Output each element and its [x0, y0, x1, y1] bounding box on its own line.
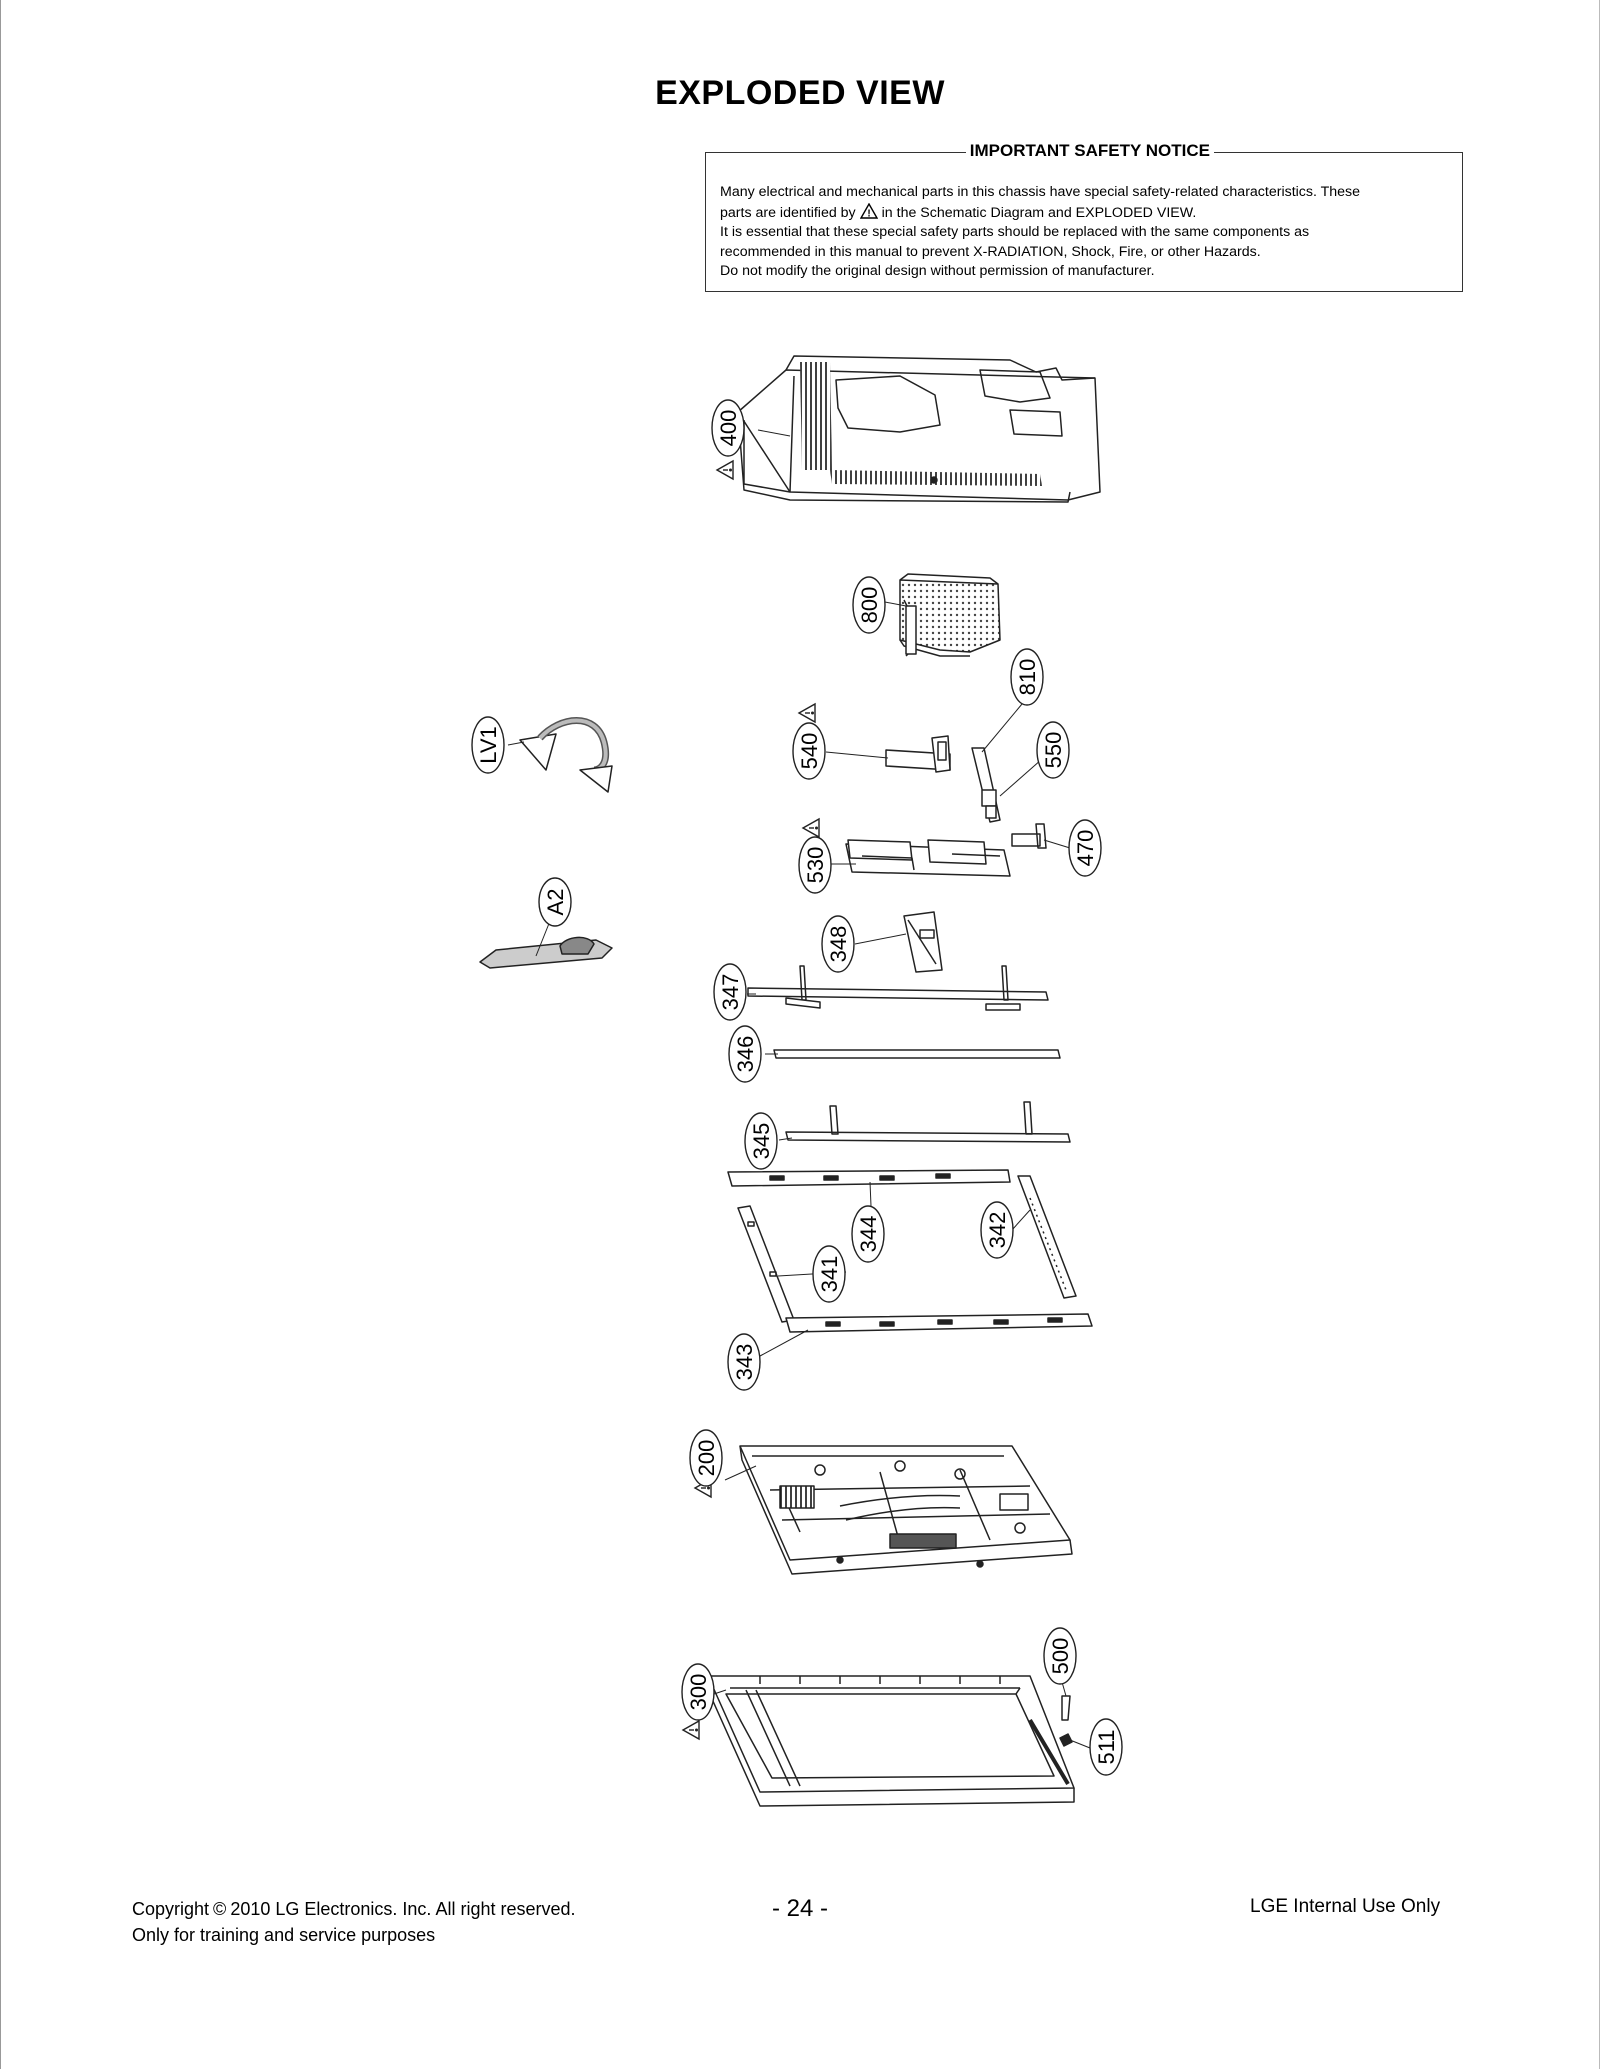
svg-text:344: 344 — [856, 1216, 881, 1253]
callout-530: 530 — [798, 836, 832, 894]
svg-text:400: 400 — [716, 410, 741, 447]
svg-text:347: 347 — [718, 974, 743, 1011]
svg-text:345: 345 — [749, 1123, 774, 1160]
part-300-front-frame — [707, 1675, 1075, 1807]
svg-text:550: 550 — [1041, 732, 1066, 769]
part-344-frame-top — [727, 1169, 1011, 1187]
copyright-company: LG Electronics. Inc. All right reserved. — [275, 1899, 576, 1919]
footer-purpose: Only for training and service purposes — [132, 1925, 436, 1945]
callout-470: 470 — [1068, 819, 1102, 877]
svg-text:810: 810 — [1015, 659, 1040, 696]
notice-line-3: It is essential that these special safet… — [720, 224, 1310, 241]
callout-300: 300 — [681, 1663, 715, 1721]
warning-triangle-icon — [797, 702, 816, 724]
callout-346: 346 — [728, 1025, 762, 1083]
footer-copyright: Copyright©2010 LG Electronics. Inc. All … — [132, 1896, 576, 1948]
part-470-bracket — [1011, 823, 1047, 849]
notice-line-2: parts are identified by!in the Schematic… — [720, 202, 1197, 221]
svg-text:LV1: LV1 — [476, 726, 501, 764]
part-346-bar — [773, 1049, 1061, 1059]
callout-lv1: LV1 — [471, 716, 505, 774]
safety-notice-box: IMPORTANT SAFETY NOTICE Many electrical … — [705, 141, 1463, 292]
part-342-frame-right — [1017, 1175, 1077, 1299]
part-511-led — [1059, 1733, 1073, 1747]
svg-text:343: 343 — [732, 1344, 757, 1381]
callout-500: 500 — [1043, 1627, 1077, 1685]
safety-notice-body: Many electrical and mechanical parts in … — [720, 183, 1450, 282]
part-800-shield-cover — [899, 573, 1001, 657]
svg-text:511: 511 — [1094, 1729, 1119, 1764]
svg-text:!: ! — [867, 208, 870, 219]
callout-345: 345 — [744, 1112, 778, 1170]
svg-text:540: 540 — [797, 733, 822, 770]
part-343-frame-bottom — [785, 1313, 1093, 1333]
callout-511: 511 — [1089, 1718, 1123, 1776]
safety-notice-title: IMPORTANT SAFETY NOTICE — [965, 141, 1214, 160]
callout-343: 343 — [727, 1333, 761, 1391]
part-348-bracket — [903, 911, 943, 973]
callout-540: 540 — [792, 722, 826, 780]
warning-triangle-icon — [801, 817, 820, 839]
svg-text:530: 530 — [803, 847, 828, 884]
copyright-symbol: © — [213, 1899, 227, 1919]
part-530-power-board — [845, 839, 1011, 877]
part-540-board — [885, 735, 951, 773]
copyright-word: Copyright — [132, 1899, 210, 1919]
svg-text:500: 500 — [1048, 1638, 1073, 1675]
svg-text:470: 470 — [1073, 830, 1098, 867]
part-500-button — [1061, 1695, 1071, 1721]
svg-text:300: 300 — [686, 1674, 711, 1711]
part-400-back-cover — [737, 355, 1101, 503]
callout-344: 344 — [851, 1205, 885, 1263]
part-a2-remote — [479, 936, 613, 969]
callout-550: 550 — [1036, 721, 1070, 779]
svg-text:200: 200 — [694, 1440, 719, 1477]
footer-internal: LGE Internal Use Only — [1250, 1896, 1441, 1917]
page-title: EXPLODED VIEW — [655, 74, 945, 112]
svg-text:800: 800 — [857, 587, 882, 624]
part-550-bracket — [971, 747, 1001, 823]
svg-text:341: 341 — [817, 1256, 842, 1293]
part-341-frame-left — [737, 1205, 795, 1323]
callout-348: 348 — [821, 915, 855, 973]
warning-triangle-icon: ! — [859, 202, 878, 219]
notice-line-5: Do not modify the original design withou… — [720, 263, 1155, 280]
callout-342: 342 — [980, 1201, 1014, 1259]
callouts: 400 800 810 540 550 530 470 LV1 A2 348 3… — [471, 399, 1123, 1776]
callout-400: 400 — [711, 399, 745, 457]
svg-text:342: 342 — [985, 1212, 1010, 1249]
notice-line-1: Many electrical and mechanical parts in … — [720, 184, 1361, 200]
warning-triangle-icon — [681, 1719, 700, 1741]
callout-347: 347 — [713, 963, 747, 1021]
callout-810: 810 — [1010, 648, 1044, 706]
callout-a2: A2 — [538, 877, 572, 927]
notice-line-4: recommended in this manual to prevent X-… — [720, 243, 1261, 260]
copyright-year: 2010 — [230, 1899, 271, 1919]
part-200-chassis — [739, 1445, 1073, 1575]
svg-text:346: 346 — [733, 1036, 758, 1073]
warning-triangle-icon — [715, 459, 734, 481]
callout-200: 200 — [689, 1429, 723, 1487]
part-lv1-cable — [519, 717, 613, 793]
svg-text:348: 348 — [826, 926, 851, 963]
callout-800: 800 — [852, 576, 886, 634]
callout-341: 341 — [812, 1245, 846, 1303]
page-number: - 24 - — [771, 1895, 828, 1922]
part-345-bar — [785, 1101, 1071, 1143]
part-347-bar — [747, 965, 1049, 1011]
svg-text:A2: A2 — [543, 889, 568, 916]
